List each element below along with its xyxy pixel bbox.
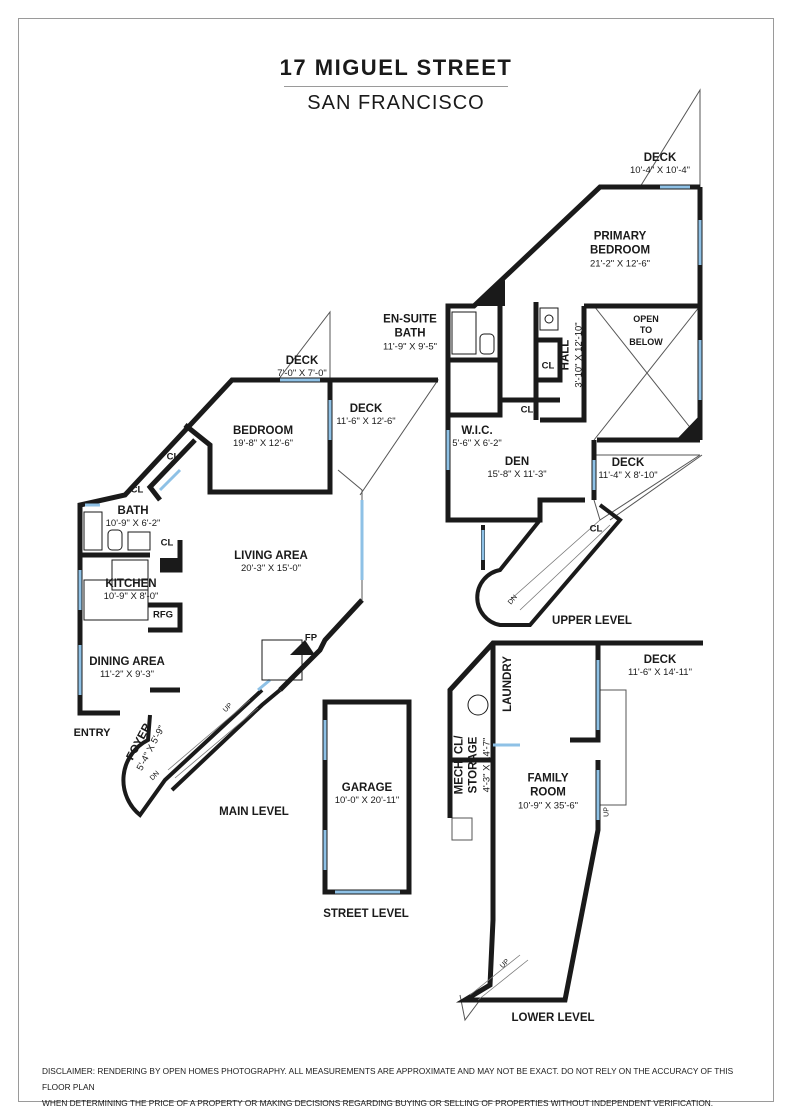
deck-den-label: DECK 11'-4" X 8'-10" (598, 456, 658, 482)
upper-level-title: UPPER LEVEL (552, 615, 632, 627)
closet-label-upper-3: CL (589, 523, 603, 535)
deck-lower-label: DECK 11'-6" X 14'-11" (628, 653, 692, 679)
open-to-below-label: OPEN TO BELOW (629, 314, 663, 347)
closet-label-upper-1: CL (541, 360, 555, 372)
property-address: 17 MIGUEL STREET (279, 55, 513, 80)
hall-label: HALL 3'-10" X 12'-10" (559, 322, 585, 388)
den-label: DEN 15'-8" X 11'-3" (487, 455, 547, 481)
ensuite-bath-label: EN-SUITE BATH 11'-9" X 9'-5" (382, 313, 438, 353)
deck-primary-label: DECK 10'-4" X 10'-4" (629, 151, 691, 177)
bedroom-label: BEDROOM 19'-8" X 12'-6" (232, 424, 294, 450)
primary-bedroom-label: PRIMARY BEDROOM 21'-2" X 12'-6" (589, 230, 651, 270)
dining-area-label: DINING AREA 11'-2" X 9'-3" (89, 655, 165, 681)
main-level-title: MAIN LEVEL (219, 806, 289, 818)
closet-label-main-3: CL (160, 537, 174, 549)
mech-storage-label: MECH. CL/ STORAGE 4'-3" X 14'-7" (453, 735, 493, 795)
disclaimer-line-1: DISCLAIMER: RENDERING BY OPEN HOMES PHOT… (42, 1066, 734, 1092)
refrigerator-label: RFG (152, 609, 174, 621)
deck-small-label: DECK 7'-0" X 7'-0" (277, 354, 327, 380)
closet-label-main-2: CL (130, 484, 144, 496)
bath-label: BATH 10'-9" X 6'-2" (105, 504, 161, 530)
closet-label-main-1: CL (166, 451, 180, 463)
fireplace-label: FP (304, 632, 318, 644)
lower-level-plan (447, 640, 703, 1022)
stair-up-lower-1: UP (603, 807, 611, 817)
closet-label-upper-2: CL (520, 404, 534, 416)
property-city: SAN FRANCISCO (307, 92, 485, 114)
lower-level-title: LOWER LEVEL (511, 1012, 595, 1024)
laundry-label: LAUNDRY (502, 656, 515, 712)
entry-label: ENTRY (73, 727, 111, 739)
deck-bedroom-label: DECK 11'-6" X 12'-6" (336, 402, 396, 428)
disclaimer-text: DISCLAIMER: RENDERING BY OPEN HOMES PHOT… (42, 1063, 754, 1111)
garage-label: GARAGE 10'-0" X 20'-11" (334, 781, 400, 807)
wic-label: W.I.C. 5'-6" X 6'-2" (452, 424, 502, 450)
street-level-title: STREET LEVEL (323, 908, 409, 920)
family-room-label: FAMILY ROOM 10'-9" X 35'-6" (517, 772, 579, 812)
kitchen-label: KITCHEN 10'-9" X 8'-0" (103, 577, 159, 603)
main-level-plan (77, 310, 439, 818)
page-border (18, 18, 774, 1102)
upper-level-plan (445, 88, 703, 627)
disclaimer-line-2: WHEN DETERMINING THE PRICE OF A PROPERTY… (42, 1098, 714, 1108)
living-area-label: LIVING AREA 20'-3" X 15'-0" (234, 549, 308, 575)
street-level-plan (322, 699, 412, 895)
title-divider (284, 86, 508, 87)
